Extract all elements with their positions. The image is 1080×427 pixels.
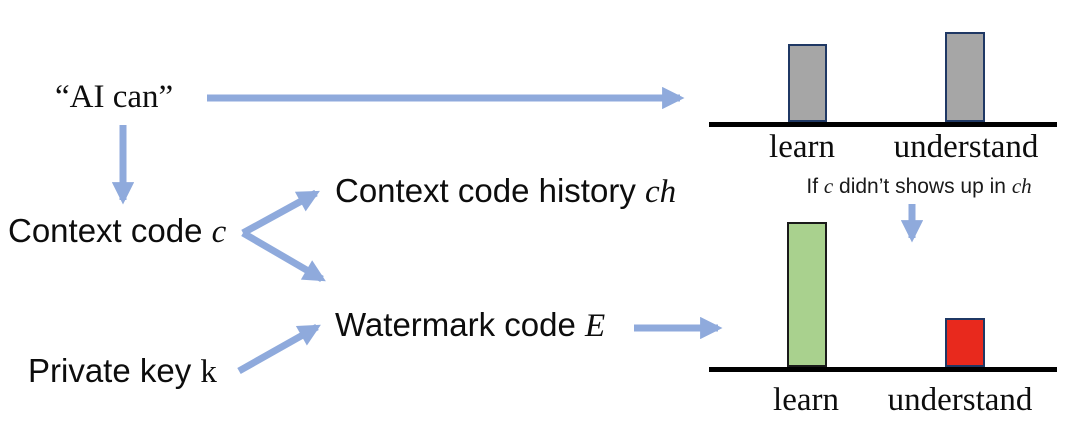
private-key-symbol: k bbox=[200, 354, 217, 390]
context-code-history-label: Context code history ch bbox=[335, 174, 676, 209]
condition-part2: didn’t shows up in bbox=[833, 175, 1012, 198]
arrow-watermark-to-bottom-chart-icon bbox=[634, 316, 723, 340]
top-bar-learn bbox=[788, 44, 827, 122]
condition-part1: If bbox=[806, 175, 824, 198]
private-key-text: Private key bbox=[28, 352, 201, 389]
arrow-prompt-to-context-code-icon bbox=[111, 125, 135, 205]
arrow-condition-to-bottom-chart-icon bbox=[900, 204, 924, 243]
watermark-code-text: Watermark code bbox=[335, 306, 586, 343]
context-code-symbol: c bbox=[211, 214, 227, 250]
top-label-understand: understand bbox=[893, 129, 1039, 165]
condition-symbol-c: c bbox=[823, 174, 834, 198]
prompt-label: “AI can” bbox=[55, 79, 174, 115]
watermark-code-symbol: E bbox=[585, 308, 606, 344]
context-code-label: Context code c bbox=[8, 214, 226, 249]
context-code-history-symbol: ch bbox=[645, 174, 677, 210]
arrow-context-to-watermark-icon bbox=[241, 229, 326, 283]
bottom-label-understand: understand bbox=[887, 382, 1033, 418]
prompt-text: “AI can” bbox=[55, 81, 173, 114]
condition-symbol-ch: ch bbox=[1011, 174, 1032, 198]
top-chart-axis bbox=[709, 122, 1057, 127]
watermark-code-label: Watermark code E bbox=[335, 308, 605, 343]
bottom-bar-learn bbox=[787, 222, 827, 367]
top-bar-understand bbox=[945, 32, 985, 122]
condition-text: If c didn’t shows up in ch bbox=[806, 174, 1032, 198]
bottom-bar-understand bbox=[945, 318, 985, 367]
bottom-label-learn: learn bbox=[773, 382, 839, 418]
arrow-context-to-history-icon bbox=[241, 189, 320, 237]
context-code-text: Context code bbox=[8, 212, 212, 249]
bottom-chart-axis bbox=[709, 367, 1057, 372]
top-label-learn: learn bbox=[769, 129, 835, 165]
private-key-label: Private key k bbox=[28, 354, 217, 389]
context-code-history-text: Context code history bbox=[335, 172, 645, 209]
arrow-key-to-watermark-icon bbox=[237, 323, 321, 375]
arrow-prompt-to-top-chart-icon bbox=[207, 86, 685, 110]
